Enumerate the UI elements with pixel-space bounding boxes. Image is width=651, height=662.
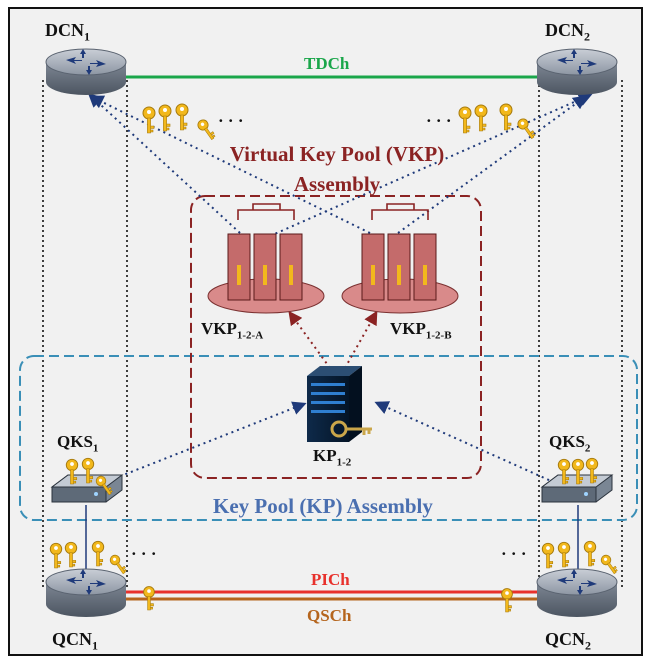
key-icon [583, 540, 597, 567]
vkp-assembly-region [190, 195, 482, 479]
vkp-a-pool-icon [207, 203, 325, 314]
qsch-label: QSCh [307, 606, 352, 625]
column-guides [42, 80, 623, 590]
vkp-assembly-title: Virtual Key Pool (VKP) Assembly [229, 142, 445, 196]
key-icon [541, 542, 555, 569]
router-icon-dcn2 [536, 48, 618, 95]
key-icon [458, 106, 472, 134]
key-icon [49, 542, 63, 569]
kp-assembly-title: Key Pool (KP) Assembly [213, 494, 433, 518]
key-icon [95, 475, 113, 496]
vkp-b-label: VKP1-2-B [390, 319, 452, 342]
ellipsis-qcn1: · · · [131, 544, 157, 563]
key-icon [175, 103, 189, 131]
key-icon [499, 103, 513, 131]
tdch-label: TDCh [304, 54, 350, 73]
kp-assembly-region [19, 355, 638, 521]
qks2-label: QKS2 [549, 432, 591, 455]
kp-to-vkp-arrows [288, 310, 378, 369]
key-icons [49, 103, 618, 613]
key-icon [81, 457, 95, 484]
key-icon [557, 541, 571, 568]
key-icon [585, 457, 599, 484]
router-icon-dcn1 [45, 48, 127, 95]
qcn2-label: QCN2 [545, 629, 591, 653]
key-icon [474, 104, 488, 132]
qks1-label: QKS1 [57, 432, 99, 455]
pich-label: PICh [311, 570, 350, 589]
dcn1-label: DCN1 [45, 20, 90, 44]
ellipsis-dcn2: · · · [426, 111, 452, 130]
kp-server-icon [307, 366, 372, 442]
key-icon [109, 554, 127, 575]
ellipsis-dcn1: · · · [218, 111, 244, 130]
key-icon [501, 588, 513, 613]
key-icon [571, 458, 585, 485]
vkp-a-label: VKP1-2-A [201, 319, 264, 342]
key-icon [557, 458, 571, 485]
router-icon-qcn1 [45, 568, 127, 617]
key-icon [142, 106, 156, 134]
qcn1-label: QCN1 [52, 629, 98, 653]
outer-frame [8, 7, 643, 656]
key-icon [143, 586, 155, 611]
vkp-b-pool-icon [341, 203, 459, 314]
key-icon [64, 541, 78, 568]
key-icon [91, 540, 105, 567]
key-icon [600, 554, 618, 575]
vkp-to-dcn-arrows [87, 93, 593, 237]
kp-label: KP1-2 [313, 446, 352, 469]
key-icon [197, 119, 216, 141]
key-icon [517, 118, 536, 140]
key-icon [158, 104, 172, 132]
key-icon [65, 458, 79, 485]
ellipsis-qcn2: · · · [501, 544, 527, 563]
dcn2-label: DCN2 [545, 20, 590, 44]
router-icon-qcn2 [536, 568, 618, 617]
